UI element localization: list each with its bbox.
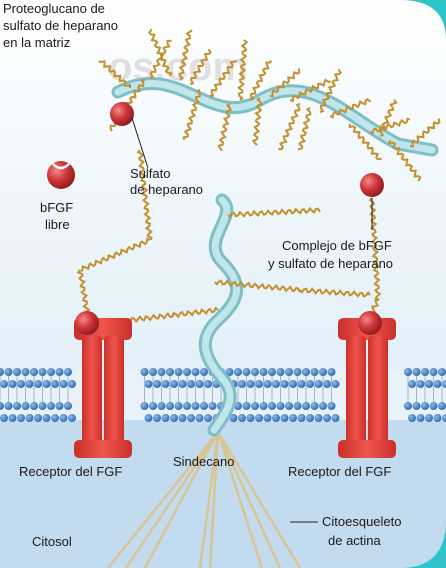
bfgf-molecule-matrix <box>110 102 134 126</box>
proteoglycan-core-highlight <box>114 79 436 154</box>
bfgf-free-label-line2: libre <box>45 217 70 232</box>
heparan-label-line1: Sulfato <box>130 166 170 181</box>
heparan-sulfate-chains <box>76 28 441 324</box>
receptor-left-label: Receptor del FGF <box>19 464 122 479</box>
bfgf-molecule-receptor-left <box>75 311 99 335</box>
proteoglycan-label-line1: Proteoglucano de <box>3 1 105 16</box>
cytosol-label: Citosol <box>32 534 72 549</box>
proteoglycan-label-line2: sulfato de heparano <box>3 18 118 33</box>
syndecan-label: Sindecano <box>173 454 234 469</box>
syndecan-core-highlight <box>201 196 241 434</box>
actin-label-line2: de actina <box>328 533 382 548</box>
bfgf-molecule-free <box>47 161 75 189</box>
corner-accent-bottom <box>400 520 446 568</box>
heparan-label-line2: de heparano <box>130 182 203 197</box>
corner-accent-top <box>400 0 446 40</box>
fgf-receptor-right <box>338 318 396 458</box>
complex-label-line2: y sulfato de heparano <box>268 256 393 271</box>
receptor-right-label: Receptor del FGF <box>288 464 391 479</box>
complex-label-line1: Complejo de bFGF <box>282 238 392 253</box>
actin-label-line1: Citoesqueleto <box>322 514 402 529</box>
heparan-leader-line <box>131 117 149 169</box>
actin-filaments <box>107 431 302 568</box>
bfgf-molecule-complex-top <box>360 173 384 197</box>
fgf-receptor-left <box>74 318 132 458</box>
bfgf-free-label-line1: bFGF <box>40 200 73 215</box>
bfgf-molecule-receptor-right <box>358 311 382 335</box>
proteoglycan-label-line3: en la matriz <box>3 35 70 50</box>
